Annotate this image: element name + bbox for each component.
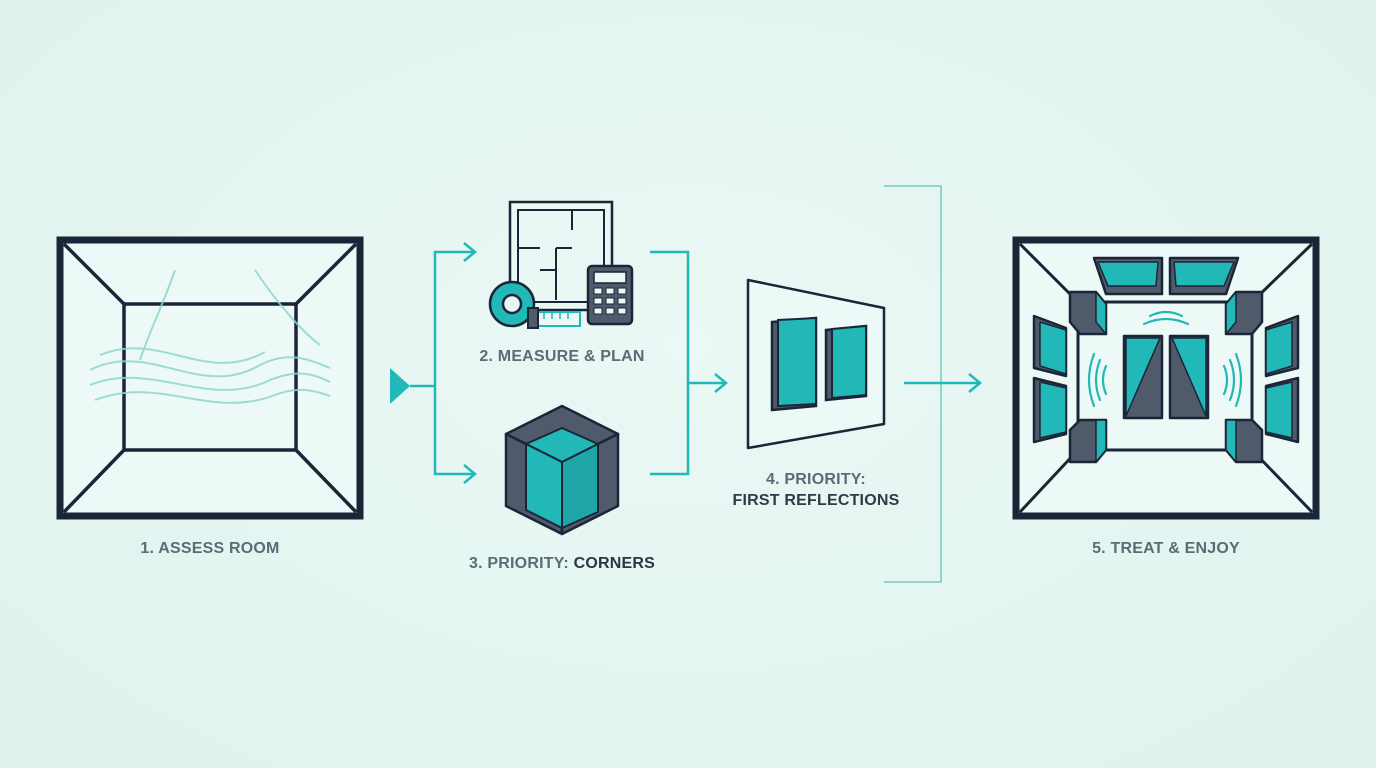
- connector-fork-left: [390, 242, 477, 484]
- step3-label: 3. PRIORITY: CORNERS: [469, 553, 655, 574]
- connector-merge-middle: [650, 250, 728, 476]
- step3-label-prefix: 3. PRIORITY:: [469, 555, 574, 572]
- step5-label: 5. TREAT & ENJOY: [1092, 540, 1240, 557]
- calculator-icon: [586, 264, 634, 326]
- treated-room-icon: [1012, 236, 1320, 520]
- reflection-panel-icon: [746, 278, 886, 450]
- sound-wave-icon: [89, 269, 331, 404]
- step2-label: 2. MEASURE & PLAN: [479, 348, 645, 365]
- step4-label-line1: 4. PRIORITY:: [766, 471, 866, 488]
- corner-bass-trap-icon: [504, 404, 620, 536]
- room-icon: [56, 236, 364, 520]
- step4-label: 4. PRIORITY: FIRST REFLECTIONS: [733, 469, 900, 511]
- arrow-to-step5: [904, 373, 982, 393]
- step3-label-emphasis: CORNERS: [573, 555, 655, 572]
- tape-measure-icon: [488, 280, 581, 329]
- sound-wave-icon: [1087, 310, 1243, 408]
- step4-label-line2: FIRST REFLECTIONS: [732, 492, 900, 509]
- step1-label: 1. ASSESS ROOM: [140, 540, 280, 557]
